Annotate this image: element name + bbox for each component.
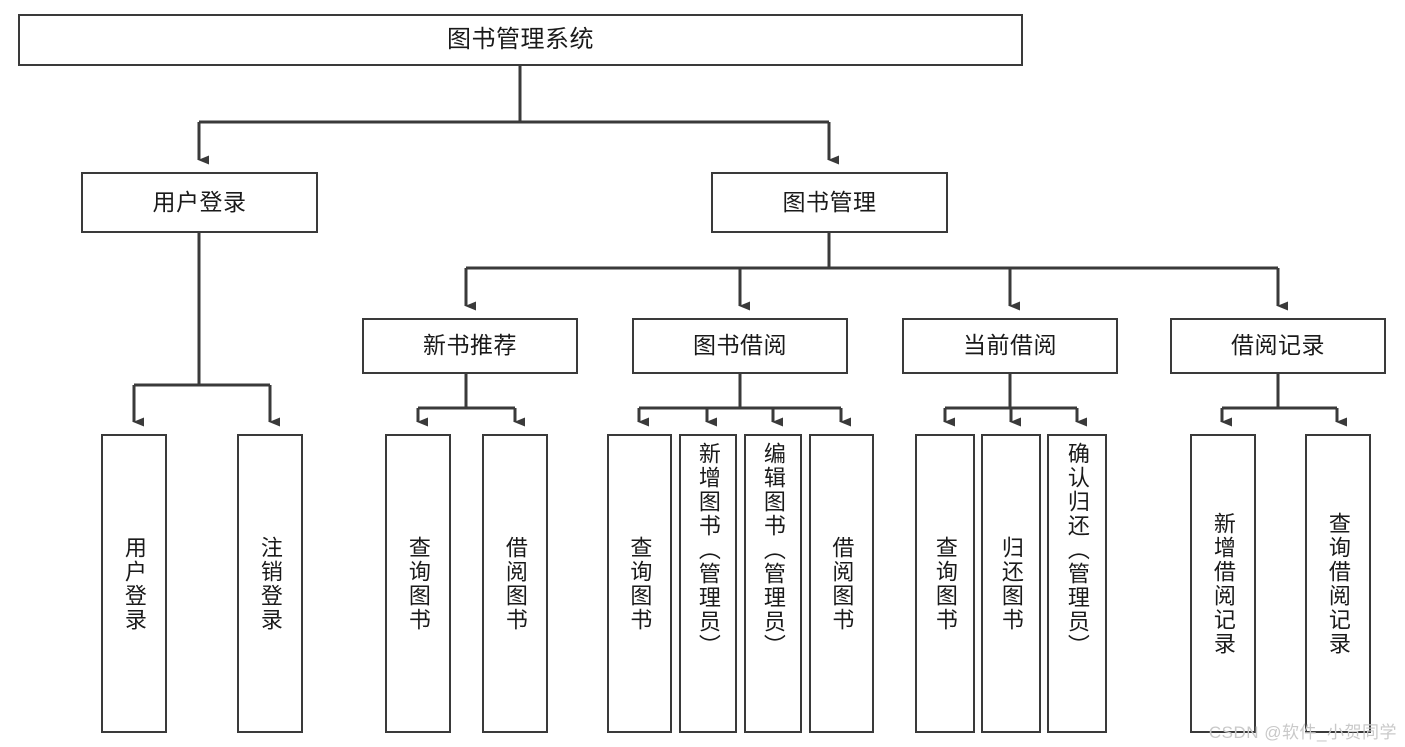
node-book-management[interactable]: 图书管理 — [711, 172, 948, 233]
node-label: 查询图书 — [627, 535, 653, 632]
node-label: 编辑图书（管理员） — [760, 442, 786, 658]
node-label: 归还图书 — [998, 535, 1024, 632]
leaf-query-borrow-record[interactable]: 查询借阅记录 — [1305, 434, 1371, 733]
node-label: 新增借阅记录 — [1210, 511, 1236, 656]
node-label: 图书管理系统 — [447, 25, 594, 53]
node-label: 新增图书（管理员） — [695, 442, 721, 658]
leaf-confirm-return-admin[interactable]: 确认归还（管理员） — [1047, 434, 1107, 733]
node-label: 注销登录 — [257, 535, 283, 632]
node-label: 借阅图书 — [502, 535, 528, 632]
node-root-book-management-system[interactable]: 图书管理系统 — [18, 14, 1023, 66]
node-label: 确认归还（管理员） — [1064, 442, 1090, 658]
node-label: 借阅记录 — [1231, 332, 1325, 359]
node-label: 图书管理 — [782, 188, 877, 215]
node-new-book-recommend[interactable]: 新书推荐 — [362, 318, 578, 374]
node-user-login[interactable]: 用户登录 — [81, 172, 318, 233]
node-label: 图书借阅 — [693, 332, 787, 359]
leaf-add-book-admin[interactable]: 新增图书（管理员） — [679, 434, 737, 733]
leaf-borrow-book[interactable]: 借阅图书 — [809, 434, 874, 733]
node-current-borrow[interactable]: 当前借阅 — [902, 318, 1118, 374]
node-label: 当前借阅 — [963, 332, 1057, 359]
leaf-return-book[interactable]: 归还图书 — [981, 434, 1041, 733]
node-label: 查询图书 — [405, 535, 431, 632]
leaf-logout[interactable]: 注销登录 — [237, 434, 303, 733]
leaf-edit-book-admin[interactable]: 编辑图书（管理员） — [744, 434, 802, 733]
node-label: 用户登录 — [152, 188, 247, 215]
node-label: 查询借阅记录 — [1325, 511, 1351, 656]
node-label: 新书推荐 — [423, 332, 517, 359]
leaf-query-book-current[interactable]: 查询图书 — [915, 434, 975, 733]
csdn-watermark: CSDN @软件_小贺同学 — [1208, 723, 1397, 742]
node-book-borrow[interactable]: 图书借阅 — [632, 318, 848, 374]
leaf-borrow-book-recommend[interactable]: 借阅图书 — [482, 434, 548, 733]
leaf-query-book-borrow[interactable]: 查询图书 — [607, 434, 672, 733]
node-borrow-records[interactable]: 借阅记录 — [1170, 318, 1386, 374]
node-label: 查询图书 — [932, 535, 958, 632]
node-label: 用户登录 — [121, 535, 147, 632]
leaf-user-login[interactable]: 用户登录 — [101, 434, 167, 733]
node-label: 借阅图书 — [829, 535, 855, 632]
leaf-query-book-recommend[interactable]: 查询图书 — [385, 434, 451, 733]
leaf-add-borrow-record[interactable]: 新增借阅记录 — [1190, 434, 1256, 733]
